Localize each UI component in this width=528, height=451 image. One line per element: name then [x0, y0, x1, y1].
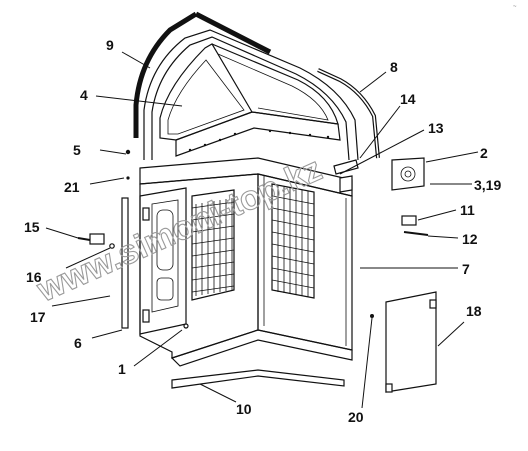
- callout-1: 1: [118, 361, 126, 377]
- callout-7: 7: [462, 261, 470, 277]
- callout-5: 5: [73, 142, 81, 158]
- callout-8: 8: [390, 59, 398, 75]
- switch-clip: [401, 215, 429, 236]
- roof-bracket: [333, 159, 359, 193]
- callout-9: 9: [106, 37, 114, 53]
- leader-lines: [45, 51, 479, 409]
- small-screws: [125, 149, 374, 318]
- wiper-motor-box: [391, 157, 425, 191]
- callout-18: 18: [466, 303, 482, 319]
- callout-12: 12: [462, 231, 478, 247]
- side-post: [121, 197, 129, 329]
- corner-mark: ~: [513, 4, 517, 10]
- callout-labels: 9 8 4 14 13 5 2 3,19 21 11 15 12 16 7 17…: [24, 37, 501, 425]
- callout-17: 17: [30, 309, 46, 325]
- right-mesh-screen: [271, 183, 315, 299]
- callout-13: 13: [428, 120, 444, 136]
- door-handle: [77, 233, 115, 249]
- floor-sill: [171, 369, 345, 389]
- rear-panel: [385, 291, 437, 393]
- callout-14: 14: [400, 91, 416, 107]
- callout-15: 15: [24, 219, 40, 235]
- cab-body: [139, 157, 353, 367]
- callout-6: 6: [74, 335, 82, 351]
- callout-3-19: 3,19: [474, 177, 501, 193]
- left-mesh-screen: [191, 189, 235, 301]
- roof-arch: [133, 11, 380, 161]
- callout-10: 10: [236, 401, 252, 417]
- callout-20: 20: [348, 409, 364, 425]
- callout-16: 16: [26, 269, 42, 285]
- callout-4: 4: [80, 87, 88, 103]
- callout-11: 11: [460, 202, 475, 218]
- callout-2: 2: [480, 145, 488, 161]
- callout-21: 21: [64, 179, 80, 195]
